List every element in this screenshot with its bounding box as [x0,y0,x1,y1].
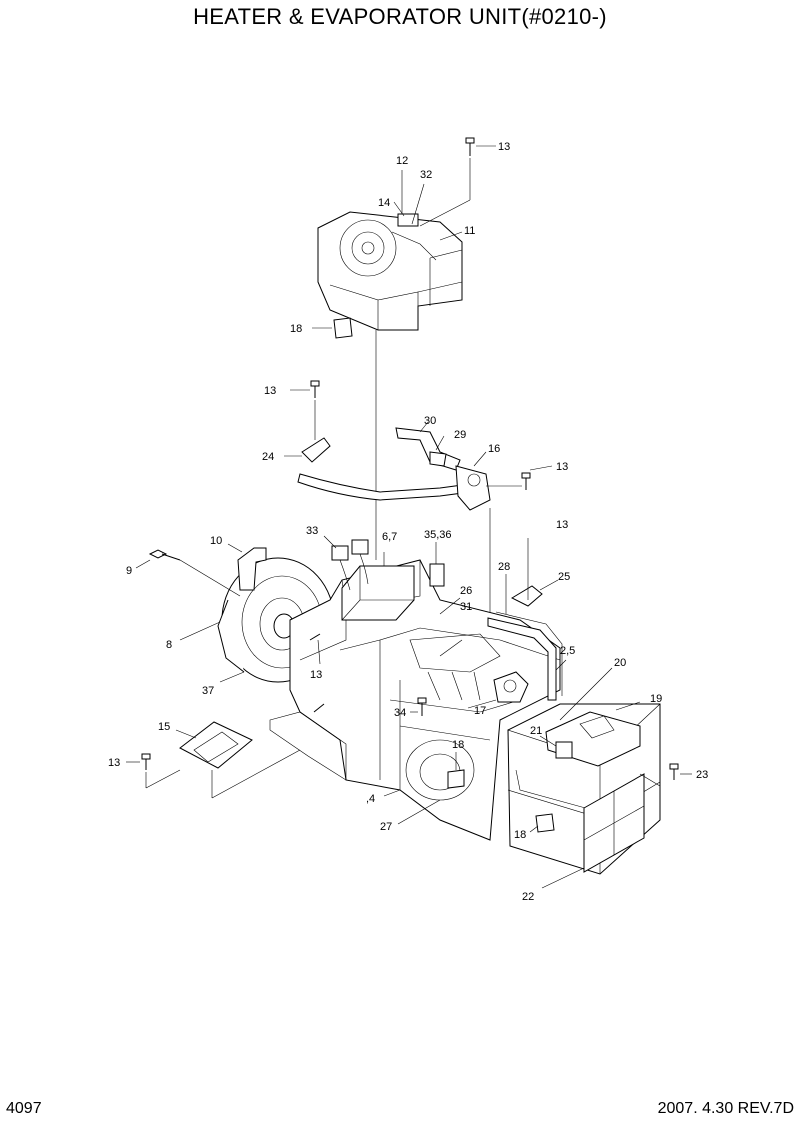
callout-31: 31 [460,601,472,613]
callout-11: 11 [464,225,475,237]
callout-21: 21 [530,725,542,737]
callout-30: 30 [424,415,436,427]
page-number: 4097 [6,1100,42,1117]
callout-24: 24 [262,451,274,463]
callout-12: 12 [396,155,408,167]
callout-18: 18 [290,323,302,335]
callout-34: 34 [394,707,406,719]
clip-18-top [333,317,353,339]
callout-13: 13 [556,461,568,473]
callout-29: 29 [454,429,466,441]
heater-pipe-assembly [297,427,491,511]
callout-18: 18 [452,739,464,751]
callout-28: 28 [498,561,510,573]
callout-6-7: 6,7 [382,531,397,543]
callout-13: 13 [498,141,510,153]
callout-2-5: 2,5 [560,645,575,657]
callout-10: 10 [210,535,222,547]
callout-18: 18 [514,829,526,841]
screw-13-top [465,137,475,156]
callout-13: 13 [108,757,120,769]
callout-8: 8 [166,639,172,651]
case-top-box-6-7 [341,565,415,621]
bolt-9 [148,549,181,561]
screw-13-mid-left [310,380,320,398]
connectors-33 [331,539,369,591]
clip-18-mid [447,769,465,789]
filter-grille-22 [583,773,645,873]
callout-4: ,4 [366,793,375,805]
connector-35-36 [429,563,445,587]
callout-20: 20 [614,657,626,669]
upper-duct-housing [317,211,463,331]
clip-18-right [535,813,555,833]
bracket-24 [301,437,331,463]
callout-13: 13 [310,669,322,681]
duct-elbow-10 [237,547,267,591]
screw-13-mid-right [521,472,531,490]
expansion-valve-17 [493,671,529,703]
callout-16: 16 [488,443,500,455]
callout-labels: 13 12 32 14 11 18 13 30 29 16 13 24 13 3… [108,141,708,903]
callout-13: 13 [264,385,276,397]
callout-25: 25 [558,571,570,583]
bracket-15 [179,721,253,769]
screw-13-case [309,633,325,713]
callout-22: 22 [522,891,534,903]
callout-23: 23 [696,769,708,781]
screw-13-bottom [141,753,151,770]
evaporator-pipes-28 [487,611,563,701]
callout-17: 17 [474,705,486,717]
callout-13: 13 [556,519,568,531]
bracket-25 [510,585,543,607]
callout-14: 14 [378,197,390,209]
actuator-20-21 [545,711,641,767]
callout-19: 19 [650,693,662,705]
callout-32: 32 [420,169,432,181]
screw-23 [669,763,679,780]
callout-27: 27 [380,821,392,833]
callout-37: 37 [202,685,214,697]
callout-26: 26 [460,585,472,597]
page-title: HEATER & EVAPORATOR UNIT(#0210-) [193,4,607,29]
revision-date: 2007. 4.30 REV.7D [657,1100,794,1117]
callout-35-36: 35,36 [424,529,452,541]
callout-33: 33 [306,525,318,537]
callout-9: 9 [126,565,132,577]
callout-15: 15 [158,721,170,733]
screw-34 [417,697,427,716]
